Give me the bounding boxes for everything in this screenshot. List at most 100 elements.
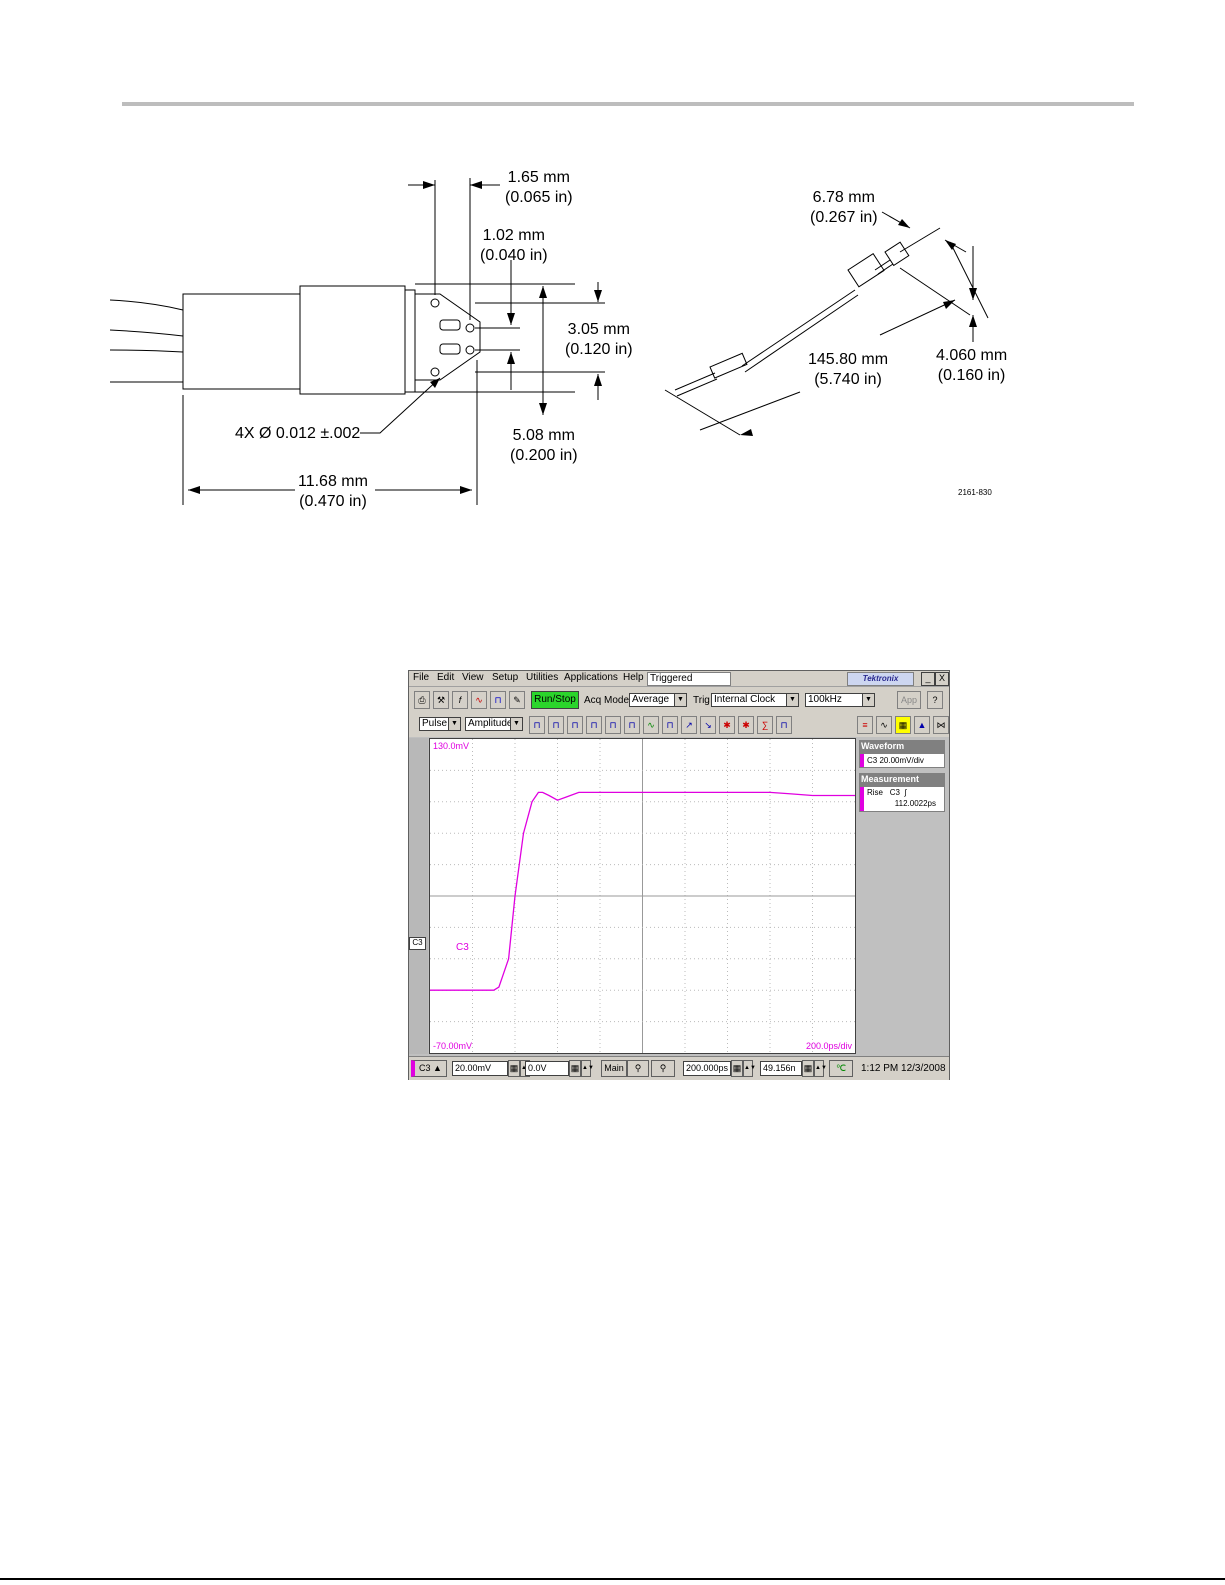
lines-icon[interactable]: ≡	[857, 716, 873, 734]
rise-edge-icon: ∫	[904, 788, 907, 797]
pulse-icon[interactable]: ⊓	[490, 691, 506, 709]
delay-field[interactable]: 49.156n	[760, 1061, 802, 1076]
dropdown-arrow-icon: ▼	[786, 694, 798, 706]
acq-mode-value: Average	[632, 694, 670, 705]
channel-ground-marker[interactable]: C3	[409, 937, 426, 950]
menu-view[interactable]: View	[462, 672, 484, 683]
dim-1-65-in: (0.065 in)	[505, 189, 573, 206]
dropdown-arrow-icon: ▼	[674, 694, 686, 706]
app-button[interactable]: App	[897, 691, 921, 709]
channel-select-label: C3	[419, 1063, 431, 1073]
clock-readout: 1:12 PM 12/3/2008	[861, 1063, 946, 1074]
zoom-in-icon[interactable]: ⚲	[627, 1060, 649, 1077]
stepper-icon[interactable]: ▲▼	[814, 1060, 827, 1077]
meas-mean-icon[interactable]: ⊓	[624, 716, 640, 734]
stepper-icon[interactable]: ▲▼	[743, 1060, 756, 1077]
meas-pos-overshoot-icon[interactable]: ✱	[719, 716, 735, 734]
meas-max-icon[interactable]: ⊓	[586, 716, 602, 734]
eraser-icon[interactable]: ✎	[509, 691, 525, 709]
dim-11-68-mm: 11.68 mm	[298, 473, 368, 490]
meas-high-icon[interactable]: ⊓	[548, 716, 564, 734]
temperature-icon[interactable]: ℃	[829, 1060, 853, 1077]
channel-select-button[interactable]: C3 ▲	[411, 1060, 447, 1077]
keypad-icon[interactable]: ▦	[508, 1060, 520, 1077]
channel-color-swatch	[860, 754, 864, 767]
waveform-panel-header: Waveform	[859, 740, 945, 753]
meas-type-select[interactable]: Amplitude ▼	[465, 717, 523, 731]
hole-callout: 4X Ø 0.012 ±.002	[235, 425, 361, 442]
trig-label: Trig	[693, 695, 710, 706]
waveform-trace	[430, 791, 855, 991]
acq-mode-label: Acq Mode	[584, 695, 630, 706]
dropdown-arrow-icon: ▼	[510, 718, 522, 730]
dim-1-02: 1.02 mm (0.040 in)	[480, 226, 548, 266]
header-rule	[122, 102, 1134, 106]
dim-4-060: 4.060 mm (0.160 in)	[936, 346, 1007, 386]
meas-category-select[interactable]: Pulse ▼	[419, 717, 461, 731]
time-per-div-field[interactable]: 200.000ps	[683, 1061, 731, 1076]
waveform-view-icon[interactable]: ∿	[876, 716, 892, 734]
measurement-toolbar: Pulse ▼ Amplitude ▼ ⊓ ⊓ ⊓ ⊓ ⊓ ⊓ ∿ ⊓ ↗ ↘ …	[409, 713, 949, 737]
trace-channel-label: C3	[456, 942, 469, 953]
menu-edit[interactable]: Edit	[437, 672, 455, 683]
menu-utilities[interactable]: Utilities	[526, 672, 559, 683]
measurement-name: Rise	[867, 788, 884, 797]
dim-1-65: 1.65 mm (0.065 in)	[505, 168, 573, 208]
dropdown-arrow-icon: ▼	[448, 718, 460, 730]
run-stop-button[interactable]: Run/Stop	[531, 691, 579, 709]
menu-setup[interactable]: Setup	[492, 672, 519, 683]
graticule-timebase-label: 200.0ps/div	[806, 1041, 853, 1051]
dim-1-65-mm: 1.65 mm	[507, 169, 570, 186]
dim-11-68-in: (0.470 in)	[299, 493, 367, 510]
menu-file[interactable]: File	[413, 672, 430, 683]
waveform-entry[interactable]: C3 20.00mV/div	[859, 753, 945, 768]
keypad-icon[interactable]: ▦	[569, 1060, 581, 1077]
keypad-icon[interactable]: ▦	[731, 1060, 743, 1077]
dim-4-060-mm: 4.060 mm	[936, 347, 1008, 364]
meas-gate-icon[interactable]: ⊓	[776, 716, 792, 734]
close-button[interactable]: X	[935, 672, 949, 686]
dim-145-80: 145.80 mm (5.740 in)	[808, 350, 888, 390]
stepper-icon[interactable]: ▲▼	[581, 1060, 594, 1077]
dim-3-05-in: (0.120 in)	[565, 341, 633, 358]
meas-rms-icon[interactable]: ∿	[643, 716, 659, 734]
main-timebase-button[interactable]: Main	[601, 1060, 627, 1077]
waveform-entry-text: C3 20.00mV/div	[867, 756, 924, 765]
menu-applications[interactable]: Applications	[564, 672, 618, 683]
meas-statistics-icon[interactable]: ∑	[757, 716, 773, 734]
histogram-icon[interactable]: ▲	[914, 716, 930, 734]
help-pointer-icon[interactable]: ?	[927, 691, 943, 709]
meas-low-icon[interactable]: ⊓	[567, 716, 583, 734]
pin-icon[interactable]: ⋈	[933, 716, 949, 734]
dim-145-80-in: (5.740 in)	[814, 371, 882, 388]
offset-field[interactable]: 0.0V	[525, 1061, 569, 1076]
print-icon[interactable]: ⎙	[414, 691, 430, 709]
probe-dimension-drawing: 1.65 mm (0.065 in) 1.02 mm (0.040 in) 3.…	[109, 160, 1010, 520]
measurement-entry[interactable]: Rise C3 ∫ 112.0022ps	[859, 786, 945, 812]
waveform-graticule[interactable]: 130.0mV -70.00mV 200.0ps/div C3	[429, 738, 856, 1054]
menu-help[interactable]: Help	[623, 672, 644, 683]
measurement-panel-header: Measurement	[859, 773, 945, 786]
meas-fall-icon[interactable]: ↘	[700, 716, 716, 734]
minimize-button[interactable]: _	[921, 672, 935, 686]
math-icon[interactable]: f	[452, 691, 468, 709]
meas-rise-icon[interactable]: ↗	[681, 716, 697, 734]
meas-amplitude-icon[interactable]: ⊓	[529, 716, 545, 734]
meas-pk-pk-icon[interactable]: ⊓	[662, 716, 678, 734]
volts-per-div-field[interactable]: 20.00mV	[452, 1061, 508, 1076]
meas-category-value: Pulse	[422, 718, 448, 729]
menu-bar: File Edit View Setup Utilities Applicati…	[409, 671, 949, 687]
bars-icon[interactable]: ▦	[895, 716, 911, 734]
keypad-icon[interactable]: ▦	[802, 1060, 814, 1077]
measurement-value: 112.0022ps	[894, 799, 936, 808]
dim-4-060-in: (0.160 in)	[937, 367, 1006, 384]
waveform-icon[interactable]: ∿	[471, 691, 487, 709]
tools-icon[interactable]: ⚒	[433, 691, 449, 709]
trig-frequency-select[interactable]: 100kHz ▼	[805, 693, 875, 707]
trig-source-select[interactable]: Internal Clock ▼	[711, 693, 799, 707]
zoom-out-icon[interactable]: ⚲	[651, 1060, 675, 1077]
meas-min-icon[interactable]: ⊓	[605, 716, 621, 734]
meas-neg-overshoot-icon[interactable]: ✱	[738, 716, 754, 734]
acq-mode-select[interactable]: Average ▼	[629, 693, 687, 707]
dim-1-02-in: (0.040 in)	[480, 247, 548, 264]
